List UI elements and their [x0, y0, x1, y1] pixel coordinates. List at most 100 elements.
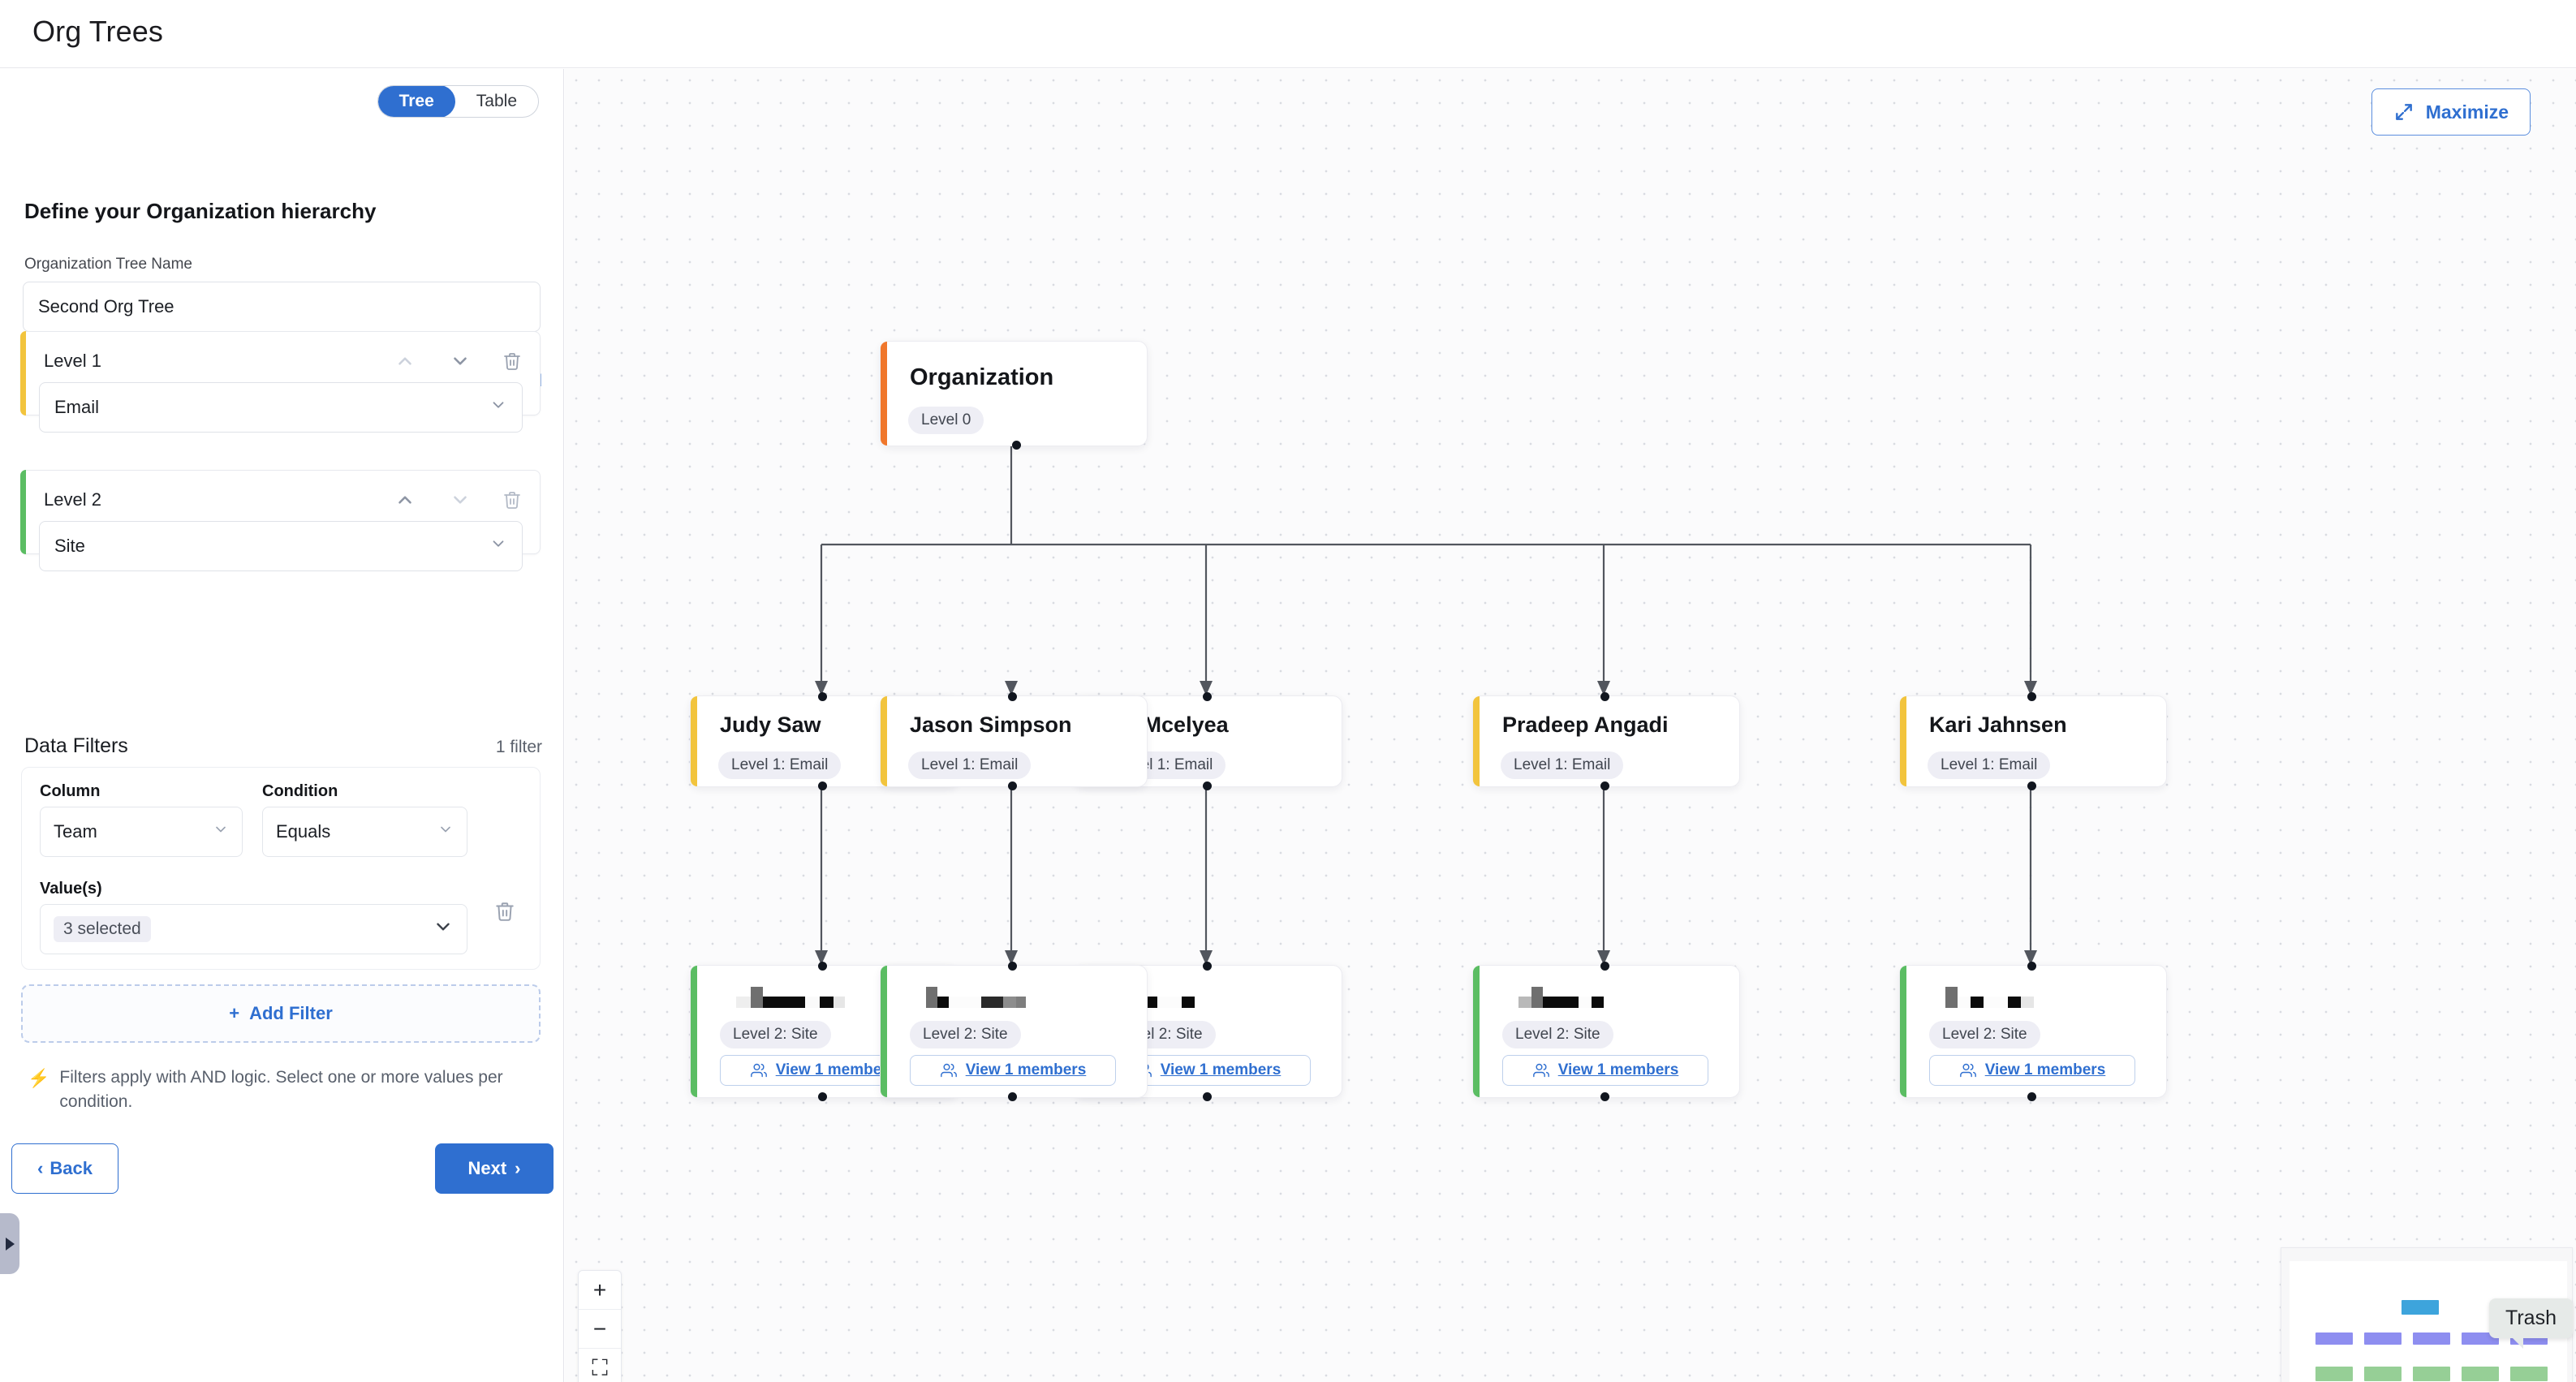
view-members-label: View 1 members: [1557, 1061, 1679, 1078]
org-node-level2-4[interactable]: Level 2: Site View 1 members: [1472, 962, 1740, 1101]
toggle-table-view[interactable]: Table: [455, 86, 538, 117]
zoom-out-button[interactable]: −: [579, 1310, 621, 1349]
node-handle-bottom[interactable]: [818, 1092, 827, 1101]
node-level-badge: Level 2: Site: [1502, 1021, 1613, 1048]
config-sidebar: Tree Table Define your Organization hier…: [0, 69, 564, 1382]
panel-expand-handle[interactable]: [0, 1213, 19, 1274]
filter-column-select[interactable]: Team: [40, 807, 243, 857]
add-filter-button[interactable]: + Add Filter: [21, 984, 541, 1043]
move-level-down-button[interactable]: [446, 347, 475, 376]
minimap-block-level2: [2413, 1367, 2450, 1381]
node-handle-top[interactable]: [1008, 962, 1017, 971]
level-2-attribute-select[interactable]: Site: [39, 521, 523, 571]
plus-icon: +: [229, 1003, 240, 1023]
view-members-label: View 1 members: [775, 1061, 897, 1078]
org-node-level2-5[interactable]: Level 2: Site View 1 members: [1899, 962, 2167, 1101]
minimap-block-level1: [2364, 1332, 2402, 1345]
move-level-up-button[interactable]: [390, 347, 420, 376]
node-stripe: [881, 966, 887, 1097]
view-members-label: View 1 members: [965, 1061, 1087, 1078]
delete-level-button[interactable]: [498, 347, 527, 376]
node-handle-top[interactable]: [818, 692, 827, 701]
chevron-up-icon: [398, 496, 411, 504]
org-node-root[interactable]: Organization Level 0: [880, 341, 1148, 450]
node-stripe: [691, 696, 697, 786]
node-handle-bottom[interactable]: [1008, 1092, 1017, 1101]
zoom-fit-button[interactable]: ⛶: [592, 1354, 608, 1380]
trash-tooltip: Trash: [2489, 1298, 2573, 1349]
level-2-attribute-value: Site: [54, 536, 85, 556]
selected-values-chip: 3 selected: [54, 916, 151, 942]
zoom-in-button[interactable]: +: [579, 1271, 621, 1310]
node-handle-bottom[interactable]: [2027, 1092, 2036, 1101]
level-name: Level 2: [44, 489, 101, 510]
node-handle-top[interactable]: [1008, 692, 1017, 701]
add-filter-label: Add Filter: [249, 1003, 333, 1023]
node-handle-bottom[interactable]: [1600, 781, 1609, 790]
delete-level-button[interactable]: [498, 485, 527, 514]
node-level-badge: Level 1: Email: [1928, 751, 2051, 779]
chevron-down-icon: [489, 535, 507, 558]
org-node-level1-5[interactable]: Kari Jahnsen Level 1: Email: [1899, 692, 2167, 790]
node-handle-bottom[interactable]: [1008, 781, 1017, 790]
view-members-button[interactable]: View 1 members: [1502, 1055, 1708, 1086]
delete-filter-button[interactable]: [491, 898, 519, 925]
trash-icon: [504, 353, 520, 370]
node-stripe: [691, 966, 697, 1097]
org-name-input[interactable]: [23, 282, 541, 332]
node-handle-top[interactable]: [1203, 692, 1212, 701]
org-name-label: Organization Tree Name: [24, 256, 192, 273]
org-node-level1-4[interactable]: Pradeep Angadi Level 1: Email: [1472, 692, 1740, 790]
node-handle-bottom[interactable]: [818, 781, 827, 790]
node-handle-bottom[interactable]: [1600, 1092, 1609, 1101]
node-handle-bottom[interactable]: [1203, 1092, 1212, 1101]
filter-condition-value: Equals: [276, 821, 331, 842]
minimap-block-level1: [2315, 1332, 2353, 1345]
level-name: Level 1: [44, 351, 101, 371]
maximize-icon: [2395, 104, 2412, 120]
node-stripe: [881, 696, 887, 786]
level-card-2: Level 2 Site: [20, 470, 541, 571]
minimap-block-level1: [2413, 1332, 2450, 1345]
chevron-down-icon: [454, 496, 467, 504]
node-handle-bottom[interactable]: [1012, 441, 1021, 450]
node-title-redacted: [736, 987, 845, 1008]
view-members-button[interactable]: View 1 members: [910, 1055, 1116, 1086]
node-handle-top[interactable]: [1203, 962, 1212, 971]
node-handle-top[interactable]: [1600, 692, 1609, 701]
node-handle-top[interactable]: [2027, 962, 2036, 971]
lightning-icon: ⚡: [28, 1068, 50, 1088]
back-button[interactable]: ‹ Back: [11, 1143, 118, 1194]
next-button[interactable]: Next ›: [435, 1143, 554, 1194]
view-members-button[interactable]: View 1 members: [1929, 1055, 2135, 1086]
level-1-attribute-value: Email: [54, 397, 100, 417]
org-node-level2-3[interactable]: Level 2: Site View 1 members: [880, 962, 1148, 1101]
minimap-block-level2: [2510, 1367, 2548, 1381]
chevron-down-icon: [437, 821, 454, 842]
node-handle-top[interactable]: [818, 962, 827, 971]
org-chart-canvas[interactable]: Maximize: [565, 69, 2576, 1382]
filter-condition-select[interactable]: Equals: [262, 807, 467, 857]
minimap[interactable]: [2281, 1247, 2573, 1382]
maximize-button[interactable]: Maximize: [2371, 88, 2531, 136]
page-title: Org Trees: [32, 15, 163, 48]
view-toggle: Tree Table: [377, 85, 539, 118]
members-icon: [1532, 1063, 1549, 1078]
filter-values-select[interactable]: 3 selected: [40, 904, 467, 954]
node-handle-top[interactable]: [2027, 692, 2036, 701]
chevron-down-icon: [454, 357, 467, 365]
org-node-level1-3[interactable]: Jason Simpson Level 1: Email: [880, 692, 1148, 790]
chevron-down-icon: [213, 821, 229, 842]
node-handle-bottom[interactable]: [1203, 781, 1212, 790]
node-handle-bottom[interactable]: [2027, 781, 2036, 790]
column-label: Column: [40, 782, 101, 800]
level-1-attribute-select[interactable]: Email: [39, 382, 523, 433]
move-level-up-button[interactable]: [390, 485, 420, 514]
filter-note: ⚡ Filters apply with AND logic. Select o…: [28, 1066, 531, 1115]
node-handle-top[interactable]: [1600, 962, 1609, 971]
node-title: Kari Jahnsen: [1929, 713, 2067, 737]
view-members-label: View 1 members: [1984, 1061, 2106, 1078]
move-level-down-button[interactable]: [446, 485, 475, 514]
filter-note-text: Filters apply with AND logic. Select one…: [59, 1068, 503, 1112]
toggle-tree-view[interactable]: Tree: [377, 86, 455, 117]
